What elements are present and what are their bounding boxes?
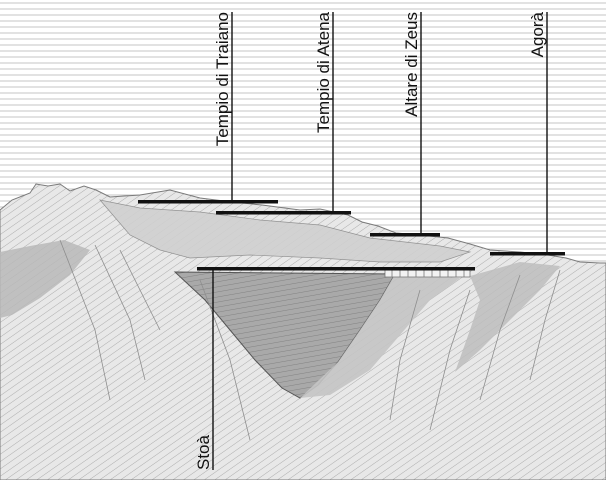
altare-zeus-bar <box>370 233 440 237</box>
slope-streaks <box>59 239 561 441</box>
agora-bar <box>490 252 565 256</box>
tempio-traiano-bar <box>138 200 278 204</box>
theatre-right-shadow <box>300 274 460 398</box>
altare-zeus-label: Altare di Zeus <box>402 12 421 117</box>
tempio-atena-bar <box>216 211 351 215</box>
tempio-atena-label: Tempio di Atena <box>314 11 333 133</box>
right-slope-shadow <box>455 262 560 372</box>
upper-terrace-shading <box>99 199 472 263</box>
tempio-traiano-label: Tempio di Traiano <box>213 12 232 146</box>
stoa-colonnade <box>384 269 471 278</box>
agora-label: Agorà <box>528 11 547 57</box>
stoa-bar <box>197 267 475 271</box>
stoa-label: Stoà <box>194 434 213 470</box>
stoa-columns <box>391 270 465 277</box>
